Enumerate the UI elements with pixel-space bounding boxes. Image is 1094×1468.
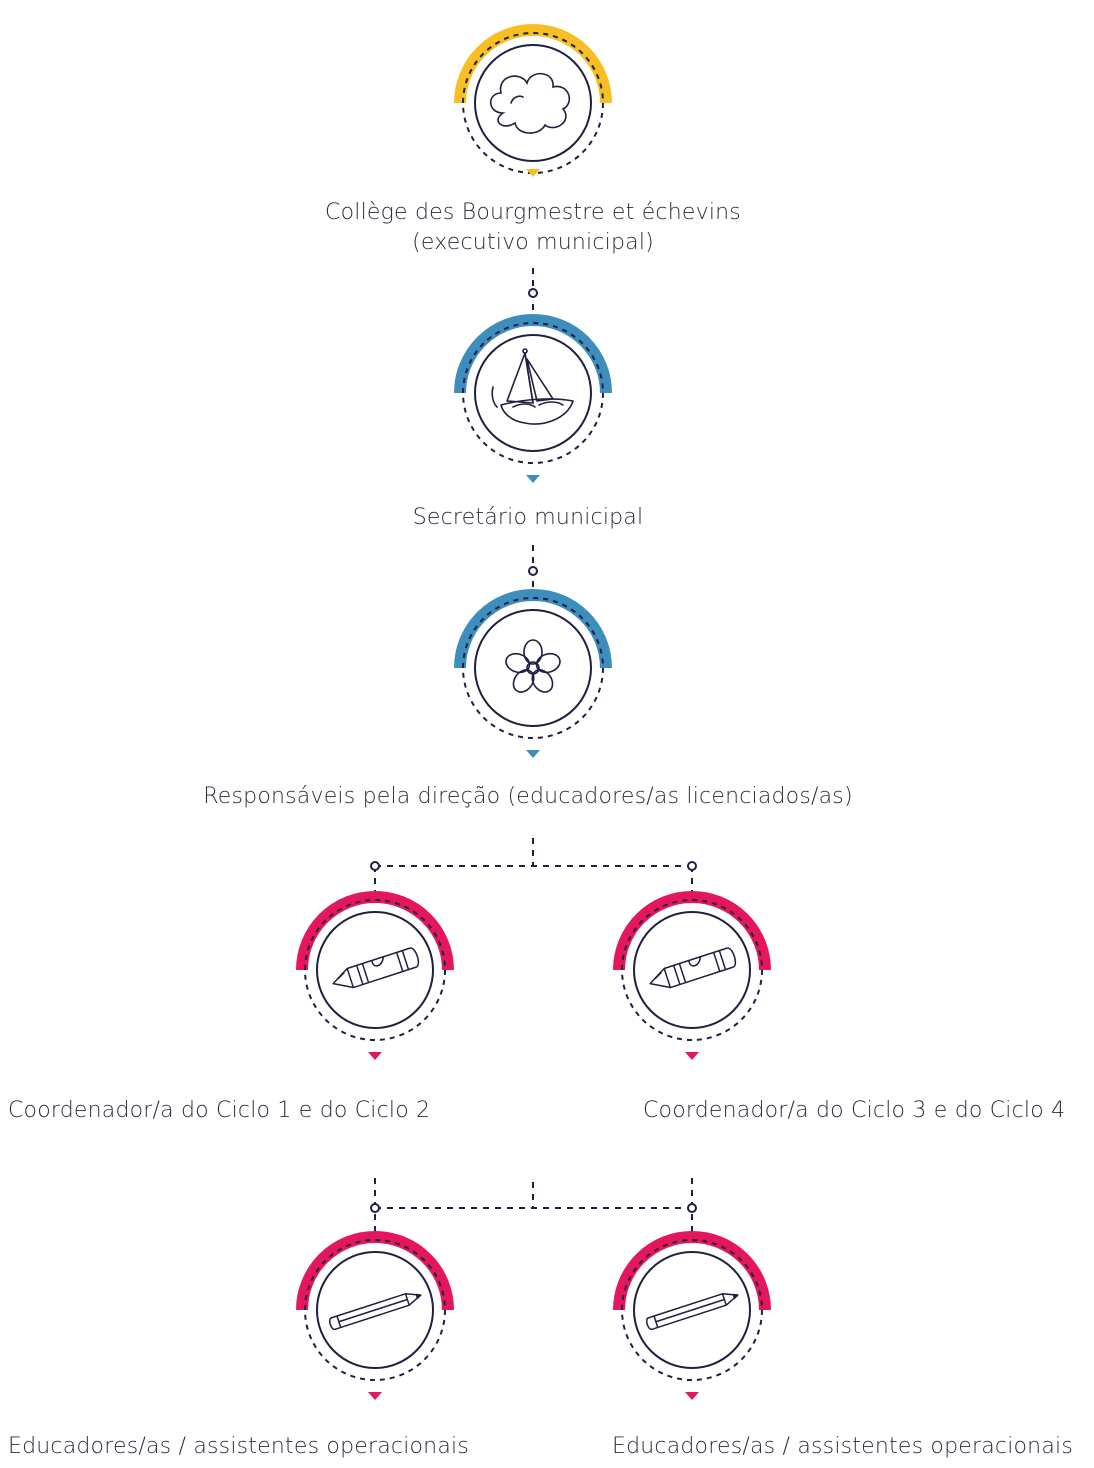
crayon-icon bbox=[649, 947, 737, 989]
pencil-icon bbox=[328, 1293, 422, 1331]
crayon-icon bbox=[332, 947, 420, 989]
node-college bbox=[454, 24, 612, 177]
node-pointer bbox=[368, 1052, 382, 1060]
label-college-line-1: Collège des Bourgmestre et échevins bbox=[325, 200, 741, 225]
label-educadores-right: Educadores/as / assistentes operacionais bbox=[612, 1434, 1073, 1459]
connectors bbox=[374, 268, 693, 1240]
node-arc bbox=[454, 314, 612, 394]
connector-dot bbox=[528, 288, 538, 298]
node-coord-1-2 bbox=[296, 891, 454, 1060]
node-pointer bbox=[526, 475, 540, 483]
label-coord-3-4: Coordenador/a do Ciclo 3 e do Ciclo 4 bbox=[643, 1098, 1066, 1123]
node-arc bbox=[454, 24, 612, 104]
connector-dot bbox=[370, 1203, 380, 1213]
node-arc bbox=[613, 1231, 771, 1311]
sailboat-icon bbox=[491, 348, 574, 425]
flower-icon bbox=[505, 639, 561, 693]
node-direcao bbox=[454, 589, 612, 758]
connector-dot bbox=[370, 861, 380, 871]
node-arc bbox=[296, 891, 454, 971]
node-coord-3-4 bbox=[613, 891, 771, 1060]
node-educadores-right bbox=[613, 1231, 771, 1400]
connector-dot bbox=[687, 861, 697, 871]
node-secretario bbox=[454, 314, 612, 483]
cloud-icon bbox=[489, 72, 571, 134]
node-pointer bbox=[526, 169, 540, 177]
node-pointer bbox=[685, 1392, 699, 1400]
node-pointer bbox=[526, 750, 540, 758]
pencil-icon bbox=[645, 1293, 739, 1331]
label-educadores-left: Educadores/as / assistentes operacionais bbox=[8, 1434, 469, 1459]
label-secretario: Secretário municipal bbox=[412, 505, 644, 530]
connector-dots bbox=[370, 288, 697, 1213]
node-arc bbox=[296, 1231, 454, 1311]
node-educadores-left bbox=[296, 1231, 454, 1400]
label-college-line-2: (executivo municipal) bbox=[412, 230, 654, 255]
label-direcao: Responsáveis pela direção (educadores/as… bbox=[203, 784, 853, 809]
connector-dot bbox=[528, 566, 538, 576]
node-arc bbox=[454, 589, 612, 669]
node-pointer bbox=[368, 1392, 382, 1400]
label-coord-1-2: Coordenador/a do Ciclo 1 e do Ciclo 2 bbox=[8, 1098, 431, 1123]
node-pointer bbox=[685, 1052, 699, 1060]
connector-dot bbox=[687, 1203, 697, 1213]
node-arc bbox=[613, 891, 771, 971]
